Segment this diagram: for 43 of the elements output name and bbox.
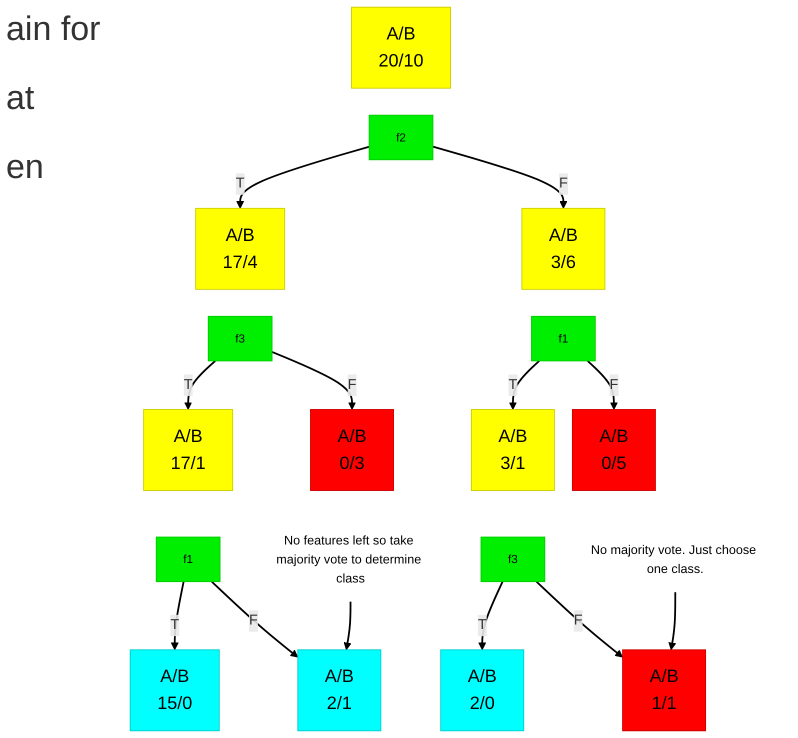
arrow [586,360,618,410]
edge-label: T [170,617,180,633]
node-box: A/B 2/1 [297,649,382,732]
edge-label: F [248,612,258,628]
slide-text-fragment: at [6,79,36,118]
edge-label: T [184,377,193,392]
node-box: A/B 1/1 [622,649,706,732]
node-box: f1 [156,536,220,582]
arrow [272,351,356,410]
arrow [478,581,504,650]
edge-label: F [610,377,618,392]
edge-label: T [508,377,518,392]
edge-label: F [559,176,568,192]
arrow [184,360,216,410]
slide-text-fragment: en [6,148,45,187]
edge-label: T [478,617,487,633]
node-box: A/B 2/0 [440,649,524,732]
node-box: A/B 15/0 [130,649,220,732]
edge-label: F [348,377,356,392]
arrow [344,601,352,650]
arrow [211,580,298,658]
node-box: A/B 3/1 [470,409,555,491]
node-text: No features left so take majority vote to determine class [276,532,422,585]
node-box: f3 [480,536,546,582]
node-box: A/B 0/5 [572,409,656,491]
arrow [508,360,540,410]
node-box: f1 [531,316,596,362]
arrow [536,580,623,658]
edge-label: T [236,176,245,192]
arrow [236,146,370,209]
arrow [668,592,676,650]
node-box: A/B 3/6 [521,208,606,290]
node-box: A/B 17/4 [195,208,286,290]
node-box: A/B 17/1 [143,409,234,491]
edge-label: F [574,612,583,628]
node-box: f3 [208,316,272,362]
node-box: A/B 0/3 [310,409,394,491]
slide-text-fragment: ain for [6,10,102,49]
node-box: f2 [368,114,434,160]
node-box: A/B 20/10 [351,6,451,89]
arrow [170,581,185,650]
arrow [432,146,568,209]
node-text: No majority vote. Just choose one class. [590,542,756,576]
